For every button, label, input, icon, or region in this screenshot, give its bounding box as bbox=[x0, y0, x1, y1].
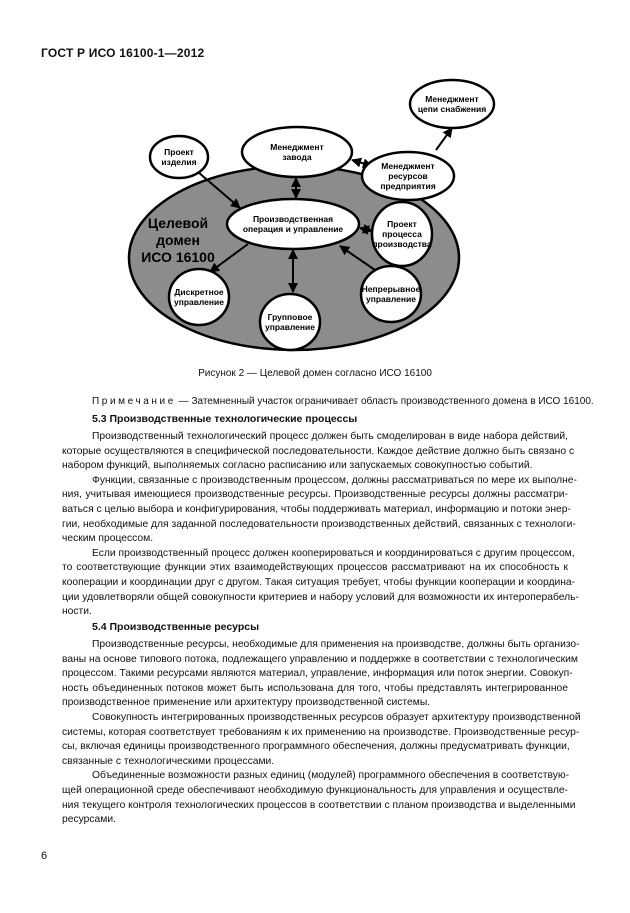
section-5-3-body: Производственный технологический процесс… bbox=[62, 430, 579, 620]
paragraph: Производственный технологический процесс… bbox=[62, 430, 575, 474]
text-line: набором функций, выполняемых согласно ра… bbox=[62, 460, 533, 472]
node-production-ops bbox=[225, 197, 361, 251]
text-line: Производственные ресурсы, необходимые дл… bbox=[92, 639, 580, 650]
text-line: Объединенные возможности разных единиц (… bbox=[92, 770, 570, 782]
text-line: ния текущего контроля технологических пр… bbox=[62, 799, 576, 811]
text-line: ресурсами. bbox=[62, 814, 116, 826]
text-line: щей операционной среде обеспечивают необ… bbox=[62, 784, 568, 796]
text-line: ции удовлетворяли общей совокупности кри… bbox=[62, 591, 579, 603]
node-supply-chain bbox=[408, 78, 496, 130]
paragraph: Функции, связанные с производственным пр… bbox=[62, 474, 577, 547]
section-5-4-body: Производственные ресурсы, необходимые дл… bbox=[62, 638, 581, 828]
text-line: сы, включая единицы производственного пр… bbox=[62, 741, 570, 753]
arrow-ops-process bbox=[359, 223, 373, 236]
text-line: Производственный технологический процесс… bbox=[92, 431, 568, 442]
text-line: ния, учитывая имеющиеся производственные… bbox=[62, 489, 568, 501]
text-line: ность объединенных потоков может быть ис… bbox=[62, 682, 568, 694]
connector-arrows bbox=[197, 127, 453, 293]
text-line: ваны на основе типового потока, подлежащ… bbox=[62, 653, 578, 665]
text-line: ности. bbox=[62, 606, 92, 618]
text-line: процессом. Такими ресурсами являются мат… bbox=[62, 668, 573, 680]
text-line: Функции, связанные с производственным пр… bbox=[92, 474, 577, 486]
paragraph: Если производственный процесс должен коо… bbox=[62, 547, 579, 620]
node-enterprise-resources bbox=[360, 150, 456, 202]
arrow-product-to-ops bbox=[197, 171, 241, 209]
paragraph: Производственные ресурсы, необходимые дл… bbox=[62, 638, 580, 711]
document-header: ГОСТ Р ИСО 16100-1—2012 bbox=[41, 46, 205, 60]
text-line: системы, которая соответствует требовани… bbox=[62, 726, 580, 738]
note-label: Примечание bbox=[92, 396, 176, 407]
section-heading-5-4: 5.4 Производственные ресурсы bbox=[92, 621, 260, 633]
text-line: которые осуществляются в специфической п… bbox=[62, 445, 575, 457]
node-continuous bbox=[359, 264, 423, 324]
paragraph: Совокупность интегрированных производств… bbox=[62, 711, 581, 769]
figure-note: Примечание — Затемненный участок огранич… bbox=[92, 396, 594, 407]
text-line: производственное применение или архитект… bbox=[62, 697, 431, 709]
text-line: кооперации и координации друг с другом. … bbox=[62, 576, 576, 588]
arrow-ops-discrete bbox=[209, 243, 249, 273]
page-number: 6 bbox=[41, 850, 48, 862]
text-line: Если производственный процесс должен коо… bbox=[92, 547, 575, 559]
text-line: ческим процессом. bbox=[62, 533, 154, 545]
node-product-design bbox=[148, 134, 210, 180]
paragraph: Объединенные возможности разных единиц (… bbox=[62, 769, 576, 827]
text-line: гии, необходимые для заданной последоват… bbox=[62, 518, 576, 530]
node-batch bbox=[258, 292, 322, 352]
text-line: Совокупность интегрированных производств… bbox=[92, 711, 581, 723]
text-line: связанные с технологическими процессами. bbox=[62, 755, 275, 767]
arrow-continuous-ops bbox=[339, 245, 376, 271]
node-process-design bbox=[370, 200, 434, 268]
arrow-resources-supply bbox=[435, 127, 453, 151]
text-line: то соответствующие функции этих взаимоде… bbox=[62, 562, 568, 574]
node-discrete bbox=[167, 267, 231, 327]
node-plant-mgmt bbox=[240, 125, 354, 179]
figure-caption: Рисунок 2 — Целевой домен согласно ИСО 1… bbox=[198, 368, 432, 379]
section-heading-5-3: 5.3 Производственные технологические про… bbox=[92, 413, 358, 425]
note-text: — Затемненный участок ограничивает облас… bbox=[175, 396, 594, 407]
text-line: ваться с целью выбора и конфигурирования… bbox=[62, 503, 571, 515]
